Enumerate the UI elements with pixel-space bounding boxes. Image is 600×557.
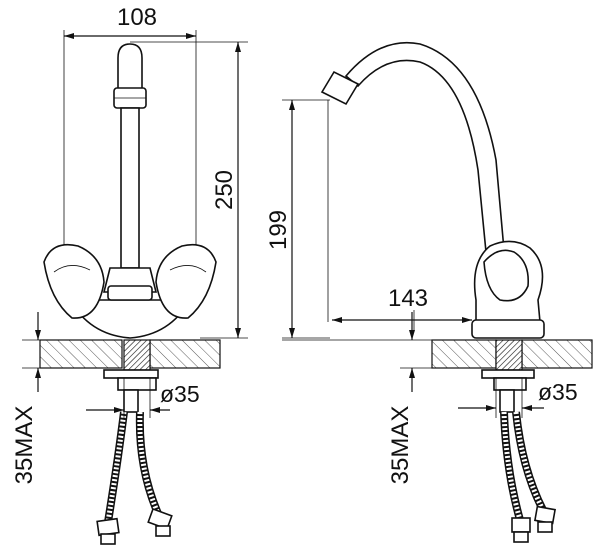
side-height-dimension: 199 [265, 99, 330, 339]
front-max-thickness-dimension: 35MAX [11, 312, 41, 484]
side-reach-label: 143 [388, 285, 428, 312]
front-hole-dimension: ø35 [86, 378, 200, 418]
side-reach-dimension: 143 [332, 285, 472, 330]
front-height-dimension: 250 [130, 41, 248, 339]
side-height-label: 199 [265, 210, 292, 250]
front-max-thickness-label: 35MAX [11, 406, 38, 485]
front-width-label: 108 [117, 4, 157, 31]
side-hole-label: ø35 [538, 379, 578, 405]
front-countertop [22, 339, 221, 369]
side-hoses [500, 411, 557, 543]
front-hoses [96, 411, 173, 545]
side-view: 199 143 [265, 41, 593, 543]
side-body [471, 240, 545, 339]
side-max-thickness-dimension: 35MAX [387, 312, 415, 484]
front-view: 108 250 [11, 4, 248, 545]
front-shank [103, 339, 159, 413]
front-height-label: 250 [211, 170, 238, 210]
side-spout [320, 41, 505, 322]
side-hole-dimension: ø35 [458, 378, 578, 418]
side-countertop [282, 339, 593, 369]
side-max-thickness-label: 35MAX [387, 406, 414, 485]
front-spout [113, 43, 147, 269]
front-body [43, 243, 217, 339]
front-hole-label: ø35 [160, 381, 200, 407]
front-width-dimension: 108 [63, 4, 197, 262]
